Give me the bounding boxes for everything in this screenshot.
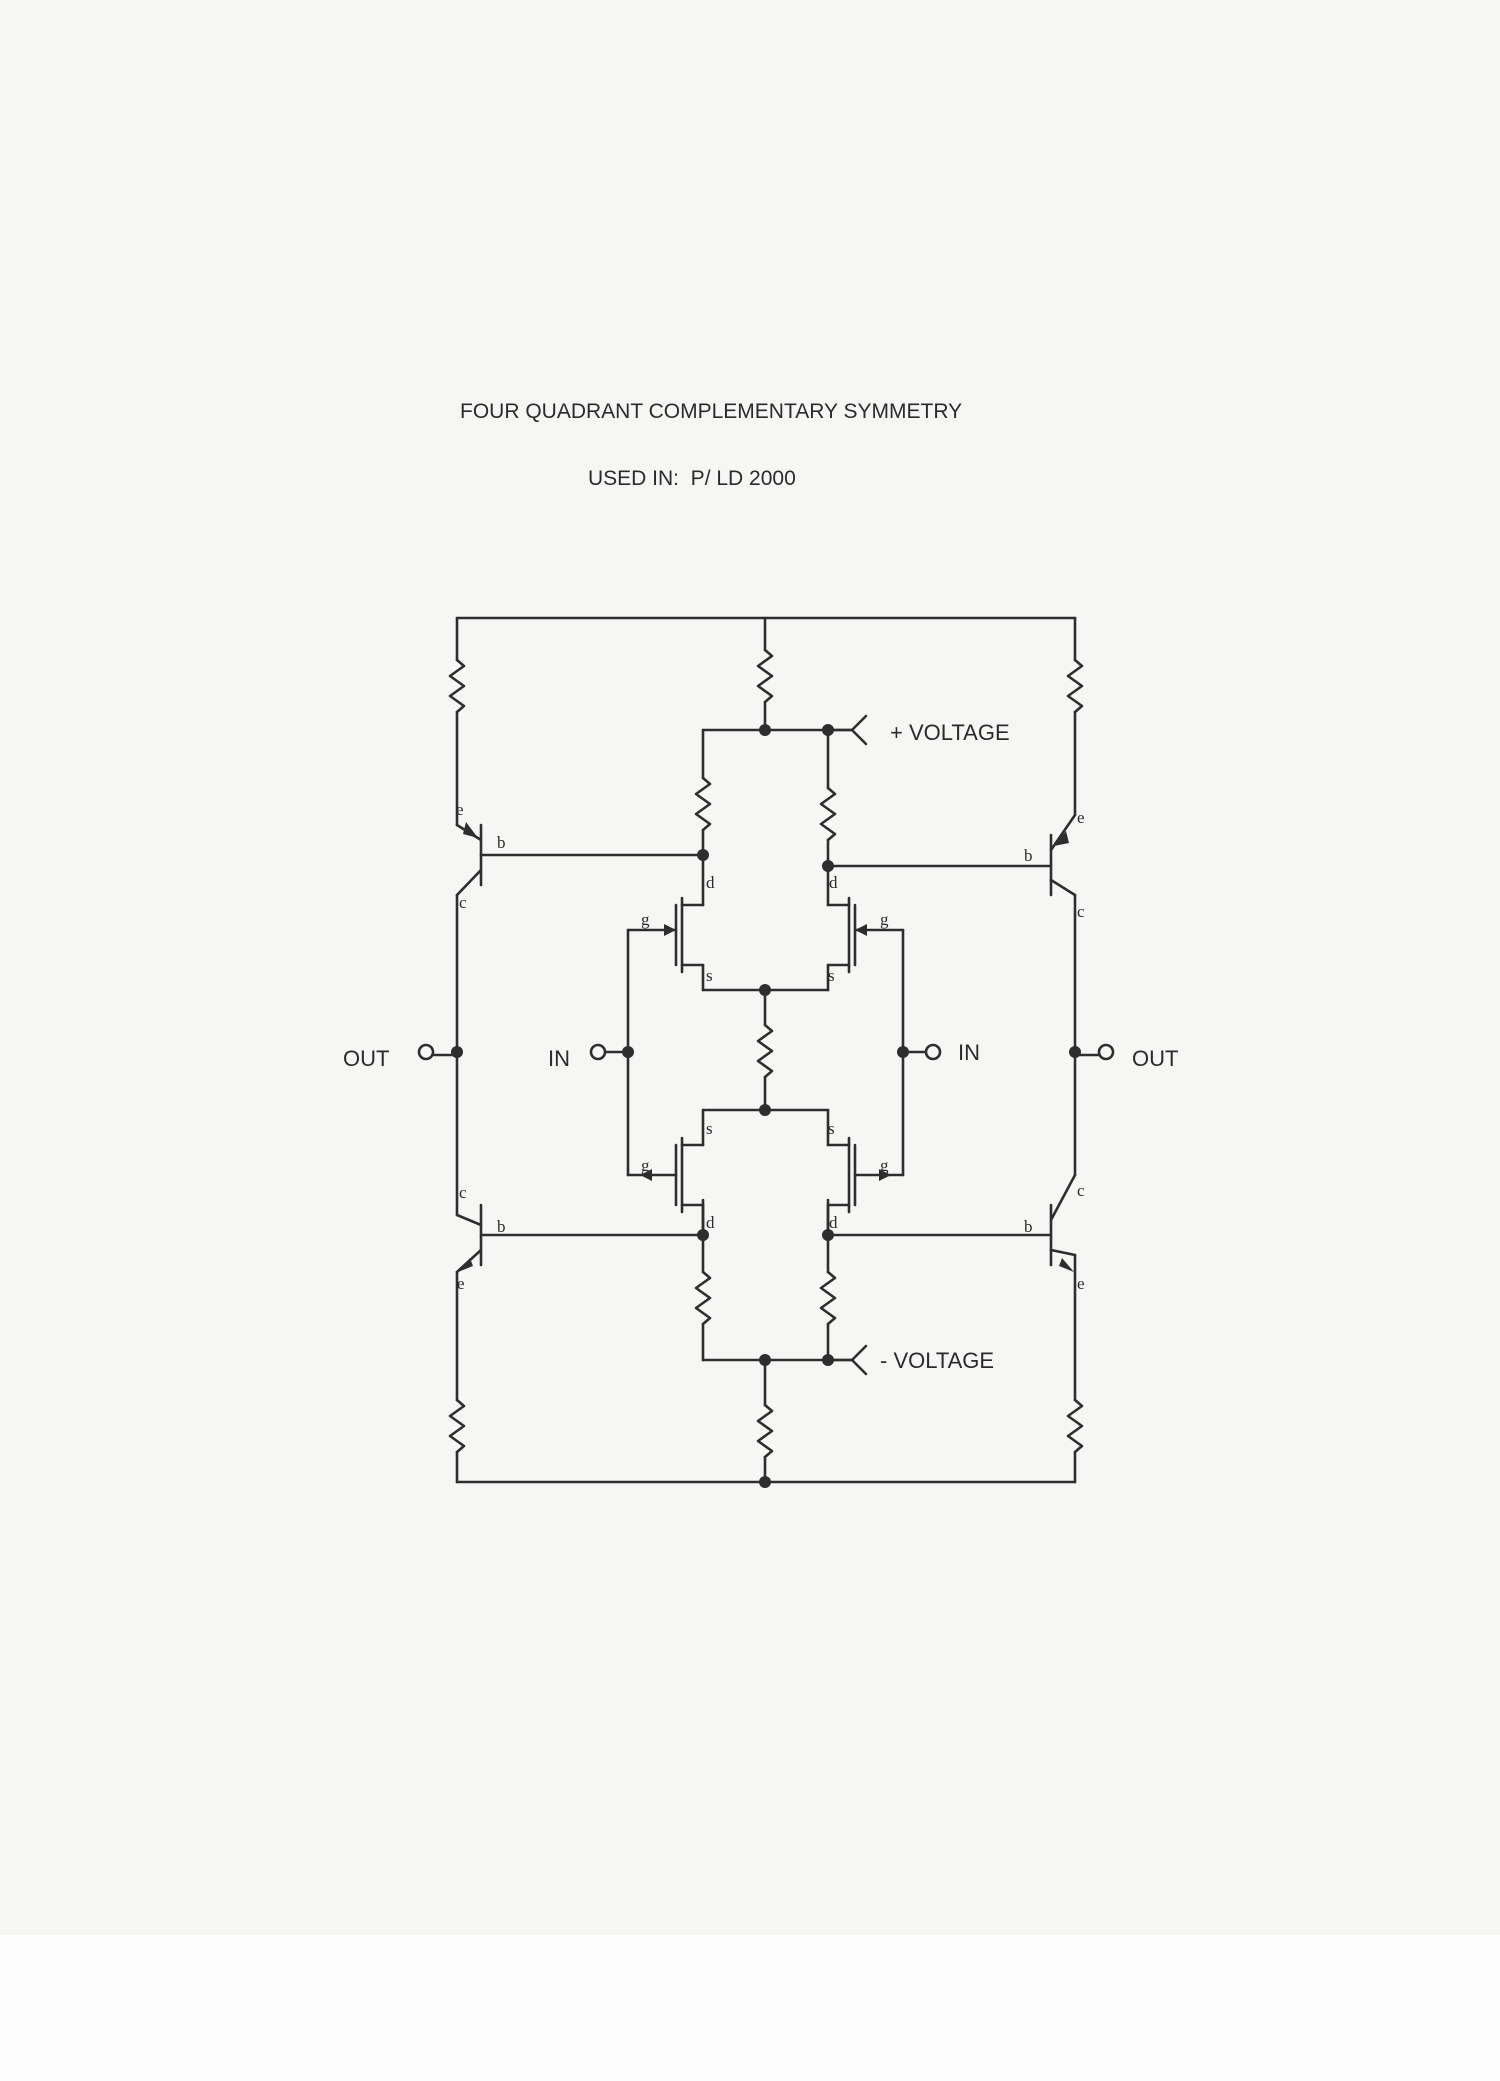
pin-e-lower-right: e: [1077, 1274, 1085, 1293]
pin-c-upper-right: c: [1077, 902, 1085, 921]
pin-b-lower-right: b: [1024, 1217, 1033, 1236]
pin-d-lower-left: d: [706, 1213, 715, 1232]
drain-resistors-lower: [694, 1198, 837, 1362]
resistor-top-left: [448, 658, 466, 714]
pin-s-upper-left: s: [706, 966, 713, 985]
pin-g-upper-right: g: [880, 910, 889, 929]
terminals: [417, 1043, 1115, 1061]
neg-voltage-label: - VOLTAGE: [880, 1348, 994, 1373]
fet-upper-right: [826, 883, 905, 992]
right-column-wires: [1066, 616, 1084, 1484]
pin-d-upper-left: d: [706, 873, 715, 892]
resistor-drain-lower-left: [694, 1270, 712, 1326]
resistor-drain-upper-left: [694, 776, 712, 832]
drain-resistors-upper: [694, 728, 837, 887]
pin-e-upper-right: e: [1077, 808, 1085, 827]
out-left-terminal: [417, 1043, 435, 1061]
fet-lower-right: [826, 1108, 905, 1237]
pin-e-upper-left: e: [456, 800, 464, 819]
page-title: FOUR QUADRANT COMPLEMENTARY SYMMETRY: [460, 400, 963, 423]
junction-dots: [451, 724, 1081, 1488]
in-right-label: IN: [958, 1040, 980, 1065]
pin-c-upper-left: c: [459, 893, 467, 912]
pin-s-lower-right: s: [828, 1119, 835, 1138]
pin-c-lower-right: c: [1077, 1181, 1085, 1200]
resistor-source-center: [756, 1023, 774, 1079]
bjt-upper-right: [1049, 813, 1077, 897]
out-left-label: OUT: [343, 1046, 389, 1071]
pin-g-lower-left: g: [641, 1156, 650, 1175]
center-top-wires: [701, 616, 854, 732]
pin-g-lower-right: g: [880, 1156, 889, 1175]
fet-upper-left: [626, 883, 705, 992]
pin-s-lower-left: s: [706, 1119, 713, 1138]
resistor-top-center: [756, 648, 774, 704]
pin-e-lower-left: e: [457, 1274, 465, 1293]
base-wires: [479, 853, 1053, 1237]
pin-b-upper-left: b: [497, 833, 506, 852]
out-right-terminal: [1097, 1043, 1115, 1061]
bjt-upper-left: [455, 822, 483, 897]
in-right-terminal: [924, 1043, 942, 1061]
resistor-bottom-center: [756, 1403, 774, 1459]
used-in-line: USED IN: P/ LD 2000: [588, 467, 796, 490]
pin-d-upper-right: d: [829, 873, 838, 892]
pos-voltage-label: + VOLTAGE: [890, 720, 1010, 745]
in-left-label: IN: [548, 1046, 570, 1071]
bjt-lower-right: [1049, 1173, 1077, 1272]
pin-b-lower-left: b: [497, 1217, 506, 1236]
resistor-drain-lower-right: [819, 1270, 837, 1326]
in-left-terminal: [589, 1043, 607, 1061]
fet-lower-left: [626, 1108, 705, 1237]
resistor-bottom-right: [1066, 1398, 1084, 1454]
scan-margin: [0, 1935, 1500, 2081]
out-right-label: OUT: [1132, 1046, 1178, 1071]
bjt-lower-left: [455, 1203, 483, 1274]
pin-g-upper-left: g: [641, 910, 650, 929]
resistor-drain-upper-right: [819, 786, 837, 842]
resistor-bottom-left: [448, 1398, 466, 1454]
paper-sheet: [0, 0, 1500, 1935]
source-node-upper: [701, 988, 830, 1112]
pin-b-upper-right: b: [1024, 846, 1033, 865]
resistor-top-right: [1066, 658, 1084, 714]
center-bottom-wires: [701, 1358, 854, 1484]
pin-s-upper-right: s: [828, 966, 835, 985]
pin-d-lower-right: d: [829, 1213, 838, 1232]
pin-c-lower-left: c: [459, 1183, 467, 1202]
